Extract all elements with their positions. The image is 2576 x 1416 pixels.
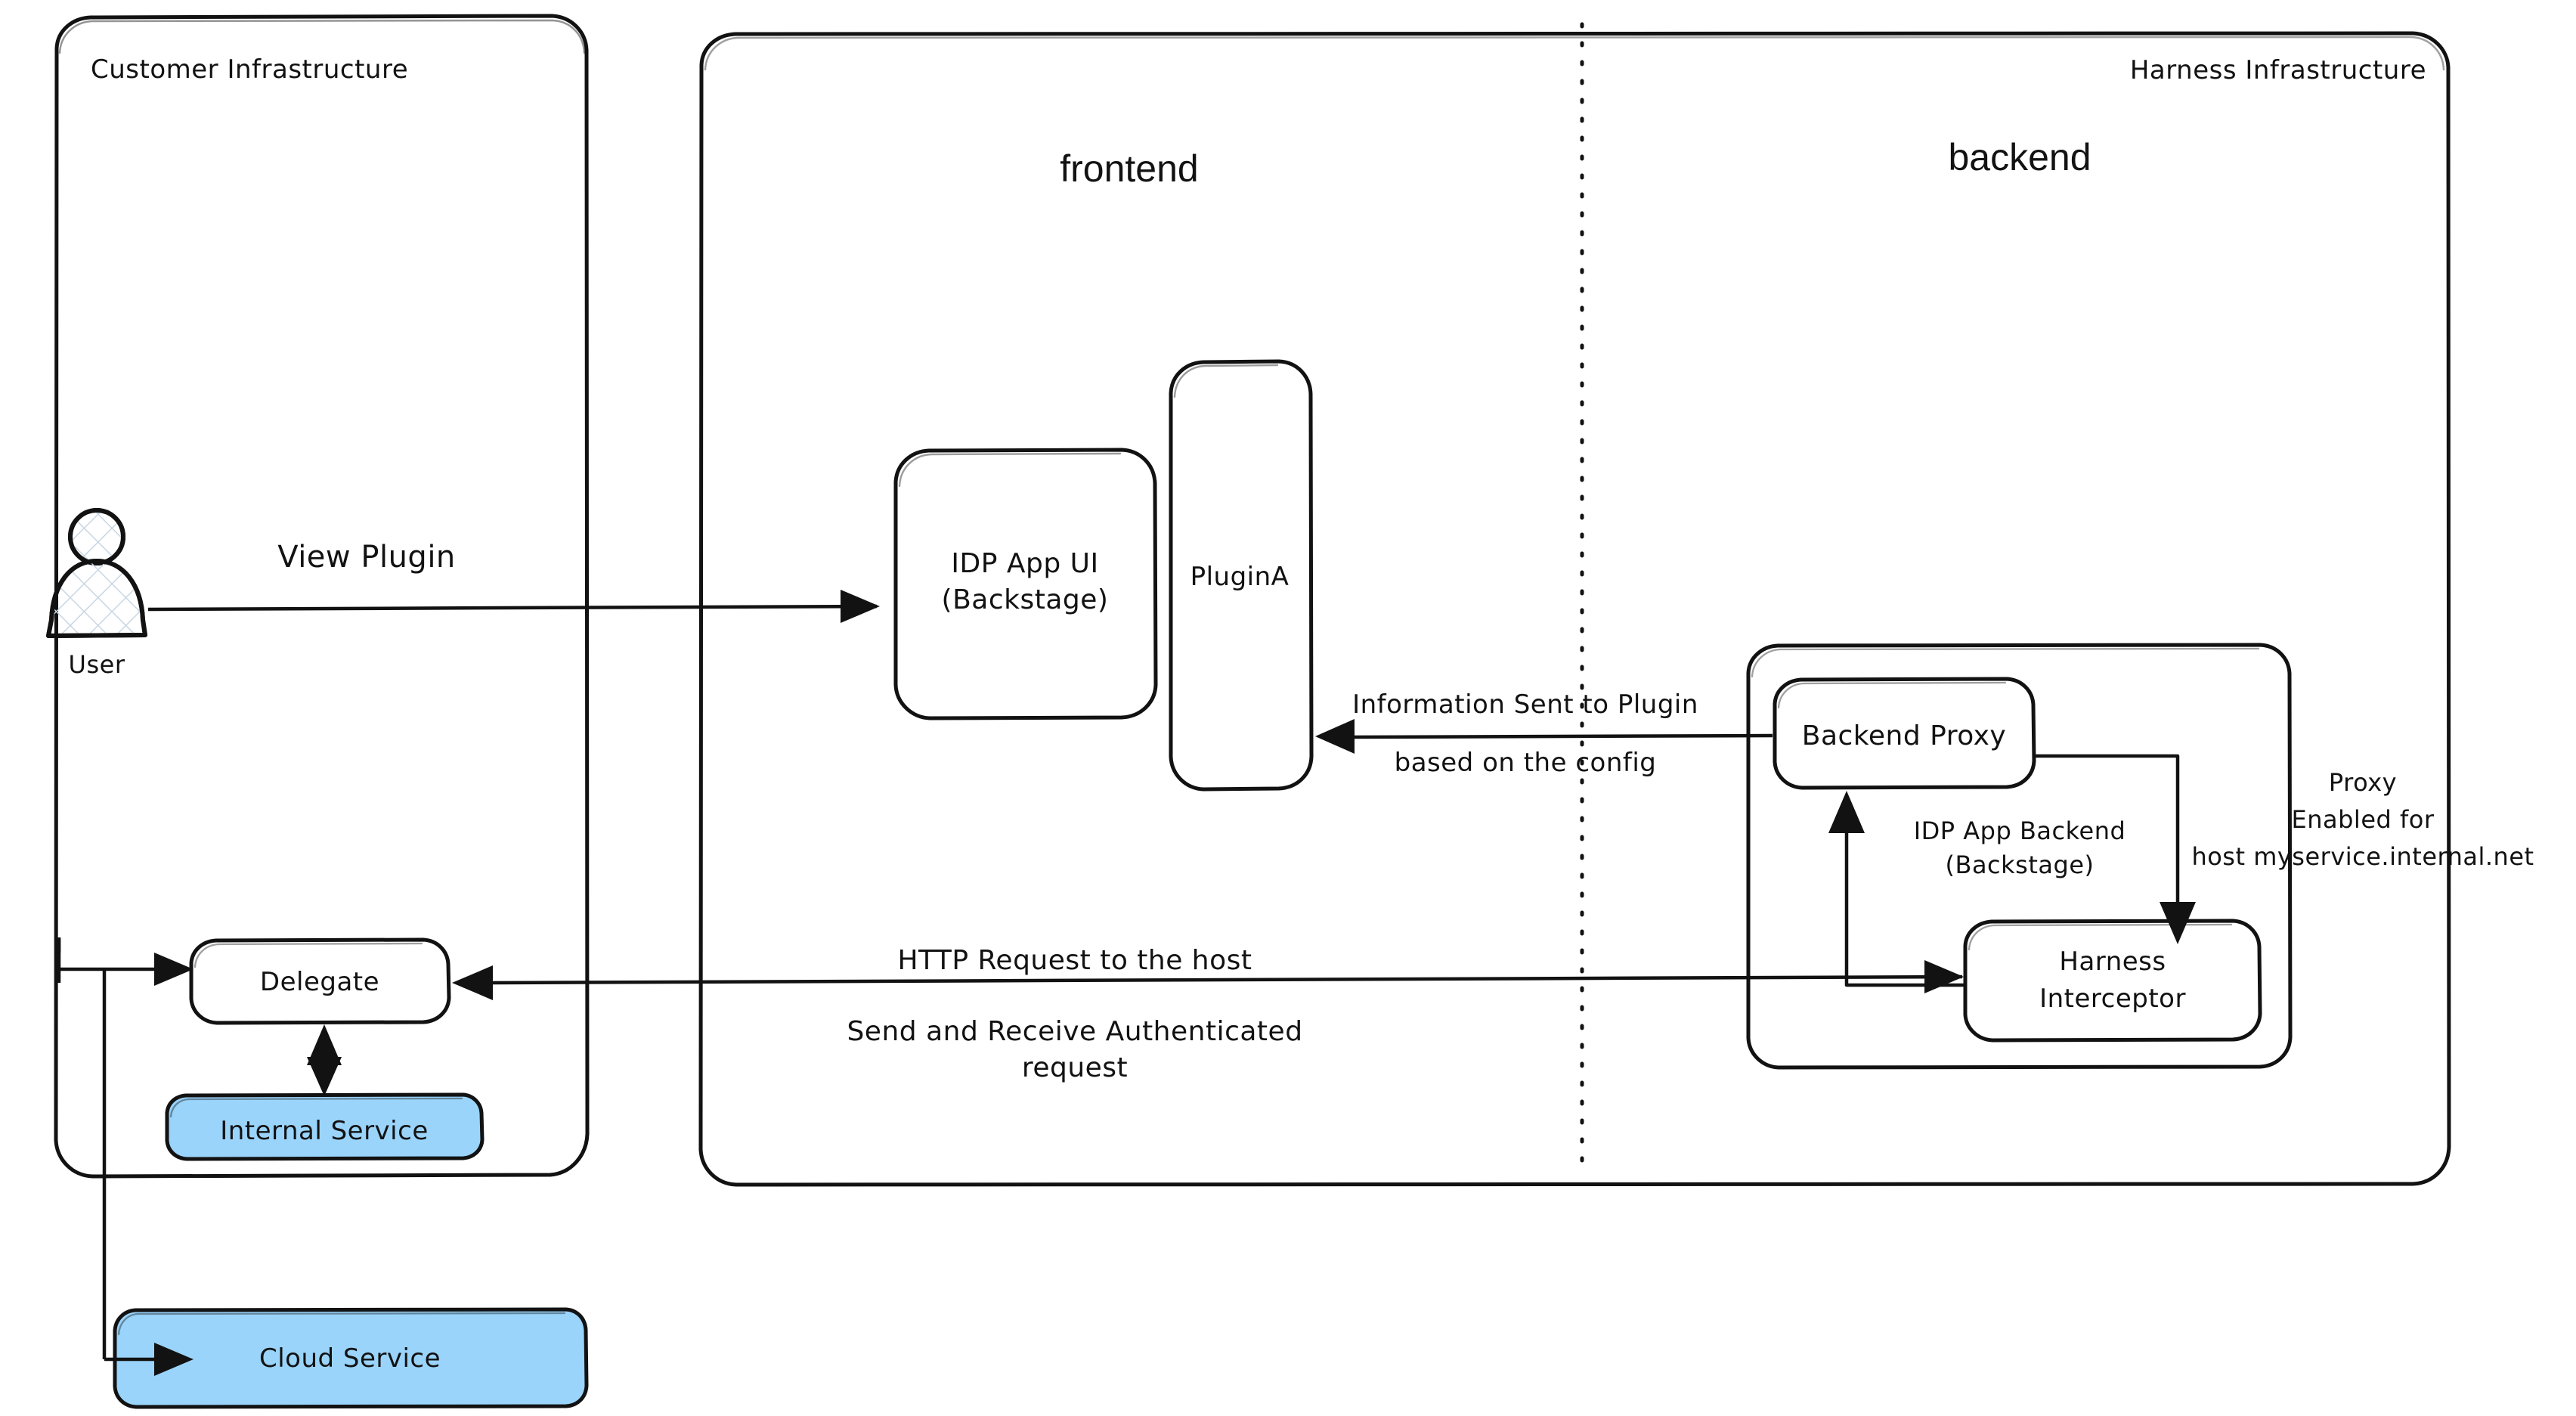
edge-delegate-internal-service xyxy=(307,1024,342,1096)
edge-trunk-left xyxy=(57,937,194,1376)
edge-http-request-line3: request xyxy=(1022,1052,1128,1083)
node-internal-service[interactable] xyxy=(165,1092,485,1161)
group-harness-infrastructure xyxy=(698,31,2451,1187)
node-backend-proxy-label: Backend Proxy xyxy=(1802,720,2007,751)
edge-information-sent xyxy=(1315,719,1773,754)
group-idp-app-backend-line2: (Backstage) xyxy=(1946,851,2095,879)
node-cloud-service-label: Cloud Service xyxy=(259,1343,441,1374)
node-harness-interceptor-line1: Harness xyxy=(2059,947,2166,977)
group-customer-label: Customer Infrastructure xyxy=(91,54,408,85)
edge-proxy-enabled-line1: Proxy xyxy=(2329,768,2397,797)
user-actor-icon xyxy=(46,508,147,638)
edge-view-plugin-label: View Plugin xyxy=(277,540,456,575)
edge-information-sent-line1: Information Sent to Plugin xyxy=(1352,689,1698,720)
group-idp-app-backend xyxy=(1746,643,2293,1070)
node-idp-app-ui-line1: IDP App UI xyxy=(951,548,1098,579)
edge-proxy-enabled-line2: Enabled for xyxy=(2292,805,2435,834)
node-idp-app-ui[interactable] xyxy=(893,448,1158,720)
edge-http-request xyxy=(452,960,1964,1000)
edge-view-plugin xyxy=(147,590,880,623)
node-internal-service-label: Internal Service xyxy=(220,1116,429,1146)
node-delegate-label: Delegate xyxy=(260,967,379,997)
backend-title: backend xyxy=(1948,136,2091,178)
node-idp-app-ui-line2: (Backstage) xyxy=(942,584,1109,615)
edge-http-request-line2: Send and Receive Authenticated xyxy=(847,1016,1302,1047)
node-delegate[interactable] xyxy=(189,937,451,1025)
node-plugin-a-label: PluginA xyxy=(1190,562,1290,592)
node-cloud-service[interactable] xyxy=(113,1307,589,1409)
node-harness-interceptor[interactable] xyxy=(1963,919,2262,1043)
group-harness-label: Harness Infrastructure xyxy=(2130,55,2426,85)
node-harness-interceptor-line2: Interceptor xyxy=(2039,984,2186,1014)
node-plugin-a[interactable] xyxy=(1169,359,1314,792)
user-label: User xyxy=(69,650,125,679)
edge-information-sent-line2: based on the config xyxy=(1395,748,1657,778)
group-idp-app-backend-line1: IDP App Backend xyxy=(1914,816,2126,845)
edge-http-request-line1: HTTP Request to the host xyxy=(897,945,1252,976)
frontend-title: frontend xyxy=(1060,147,1198,190)
edge-proxy-enabled-line3: host myservice.internal.net xyxy=(2191,842,2534,871)
group-customer-infrastructure xyxy=(54,14,590,1179)
edge-proxy-to-interceptor xyxy=(2034,754,2196,944)
node-backend-proxy[interactable] xyxy=(1773,677,2036,790)
